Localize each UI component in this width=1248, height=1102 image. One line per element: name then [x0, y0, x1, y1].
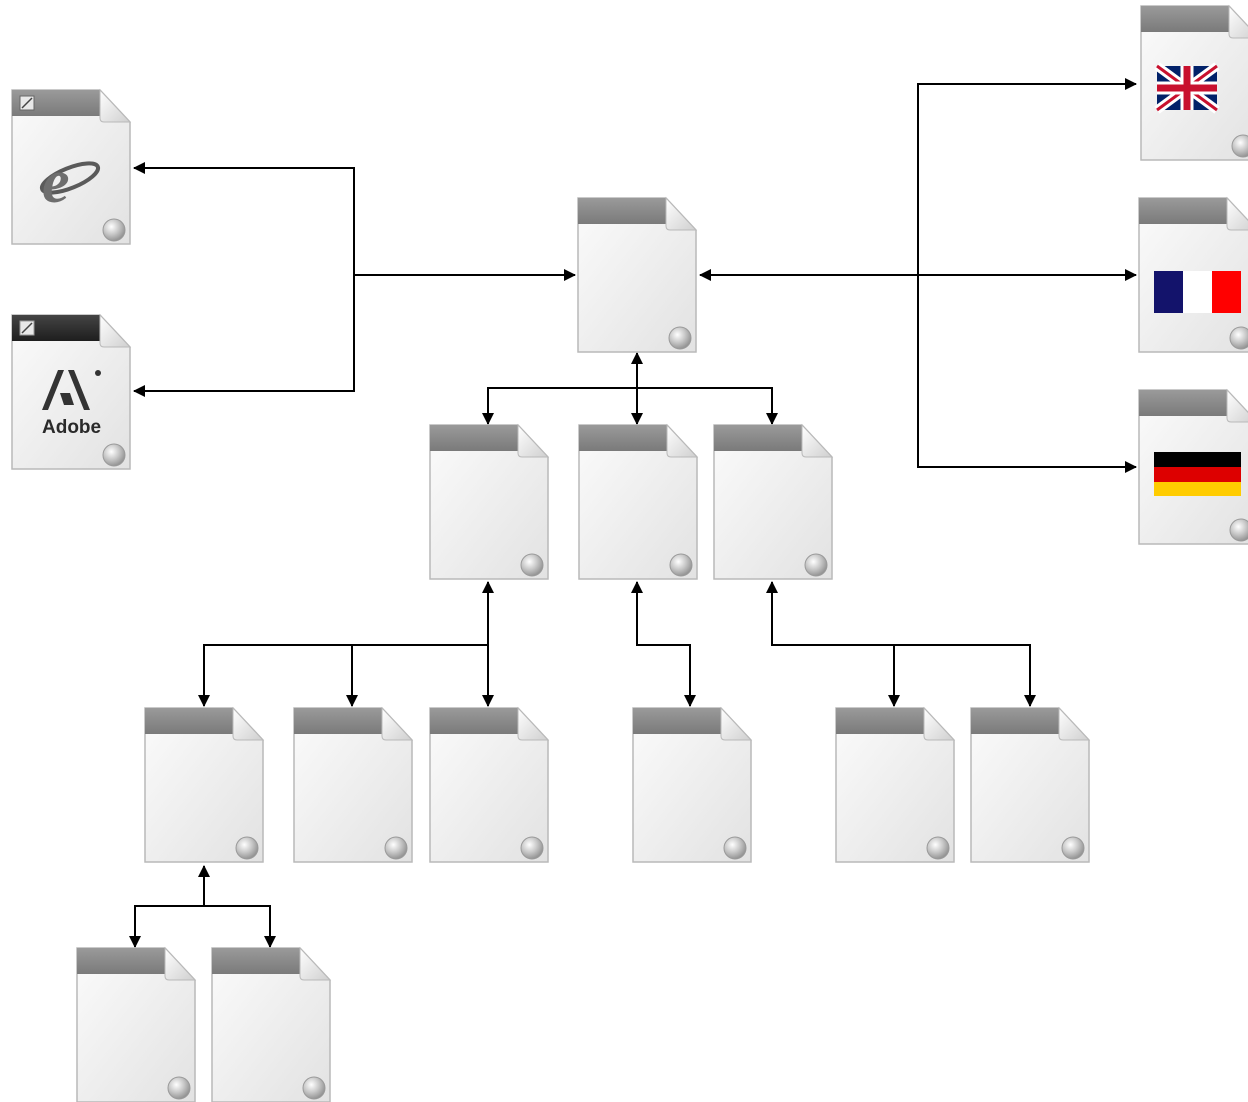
child-file-icon-3[interactable] [713, 424, 833, 580]
connector-c1-g1 [198, 644, 488, 707]
grandchild-file-icon-2[interactable] [293, 707, 413, 863]
great-grandchild-file-icon-1[interactable] [76, 947, 196, 1102]
grandchild-file-icon-1[interactable] [144, 707, 264, 863]
grandchild-file-icon-6[interactable] [970, 707, 1090, 863]
connector-root-c1 [482, 387, 637, 425]
connector-c2-g4 [631, 581, 696, 707]
connector-root-c3 [637, 387, 778, 425]
uk-flag [1154, 62, 1220, 114]
french-flag [1154, 271, 1241, 313]
connector-root-de [917, 275, 1137, 473]
root-file-icon[interactable] [577, 197, 697, 353]
connector-root-adobe [133, 275, 355, 397]
internet-explorer-file-icon[interactable]: e [11, 89, 131, 245]
german-flag-file-icon[interactable] [1138, 389, 1248, 545]
connector-g1-h2 [204, 905, 276, 948]
grandchild-file-icon-5[interactable] [835, 707, 955, 863]
connectors [129, 78, 1137, 948]
child-file-icon-1[interactable] [429, 424, 549, 580]
connector-c3-g6 [766, 581, 1036, 707]
uk-flag-file-icon[interactable] [1140, 5, 1248, 161]
ie-logo: e [39, 148, 101, 216]
connector-g1-h1 [129, 865, 210, 948]
child-file-icon-2[interactable] [578, 424, 698, 580]
adobe-logo-text: Adobe [42, 417, 101, 438]
grandchild-file-icon-3[interactable] [429, 707, 549, 863]
adobe-logo: Adobe [42, 370, 101, 438]
adobe-file-icon[interactable]: Adobe [11, 313, 132, 470]
connector-root-ie [133, 162, 576, 281]
german-flag [1154, 452, 1241, 496]
connector-root-en [699, 78, 1137, 281]
french-flag-file-icon[interactable] [1138, 197, 1248, 353]
grandchild-file-icon-4[interactable] [632, 707, 752, 863]
great-grandchild-file-icon-2[interactable] [211, 947, 331, 1102]
svg-text:e: e [42, 148, 70, 216]
